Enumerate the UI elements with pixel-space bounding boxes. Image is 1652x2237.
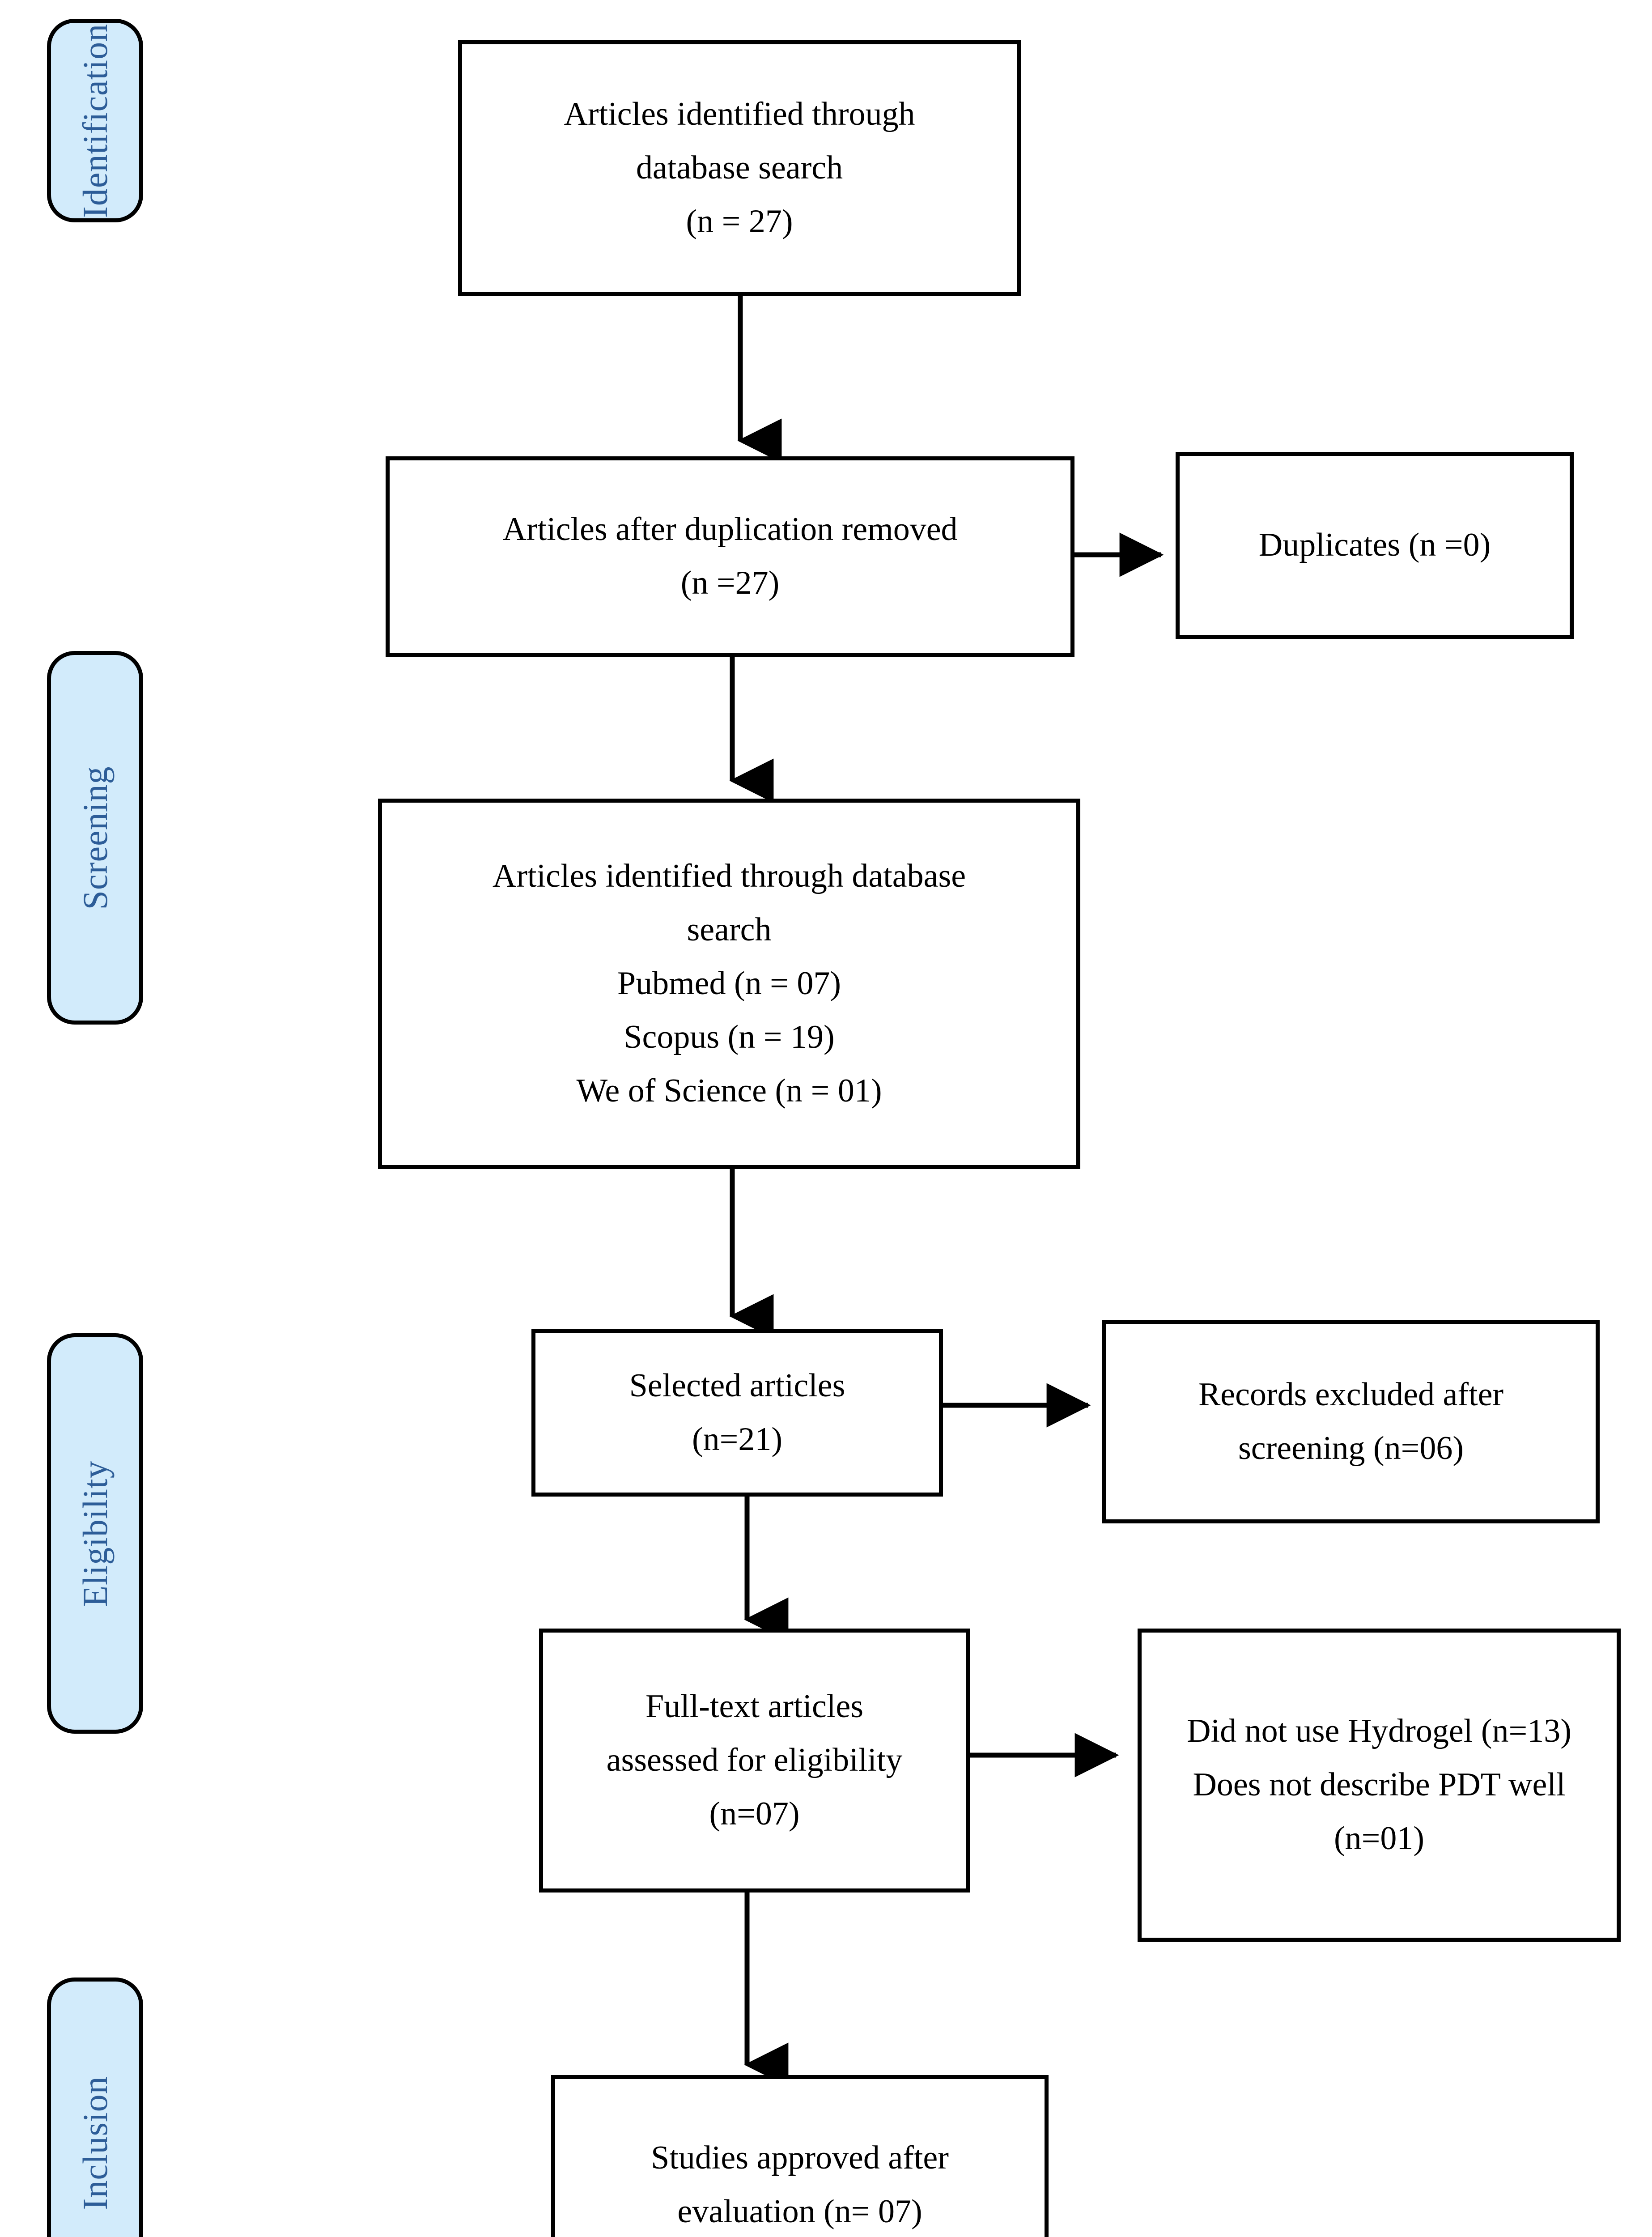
stage-label-screening: Screening bbox=[75, 766, 115, 910]
box-line: Articles after duplication removed bbox=[502, 511, 958, 548]
box-line: Studies approved after bbox=[651, 2139, 949, 2177]
box-line: Does not describe PDT well bbox=[1193, 1766, 1566, 1803]
stage-label-identification: Identification bbox=[75, 23, 115, 218]
box-line: (n = 27) bbox=[686, 203, 793, 240]
box-database-breakdown: Articles identified through database sea… bbox=[378, 799, 1080, 1169]
box-line: Duplicates (n =0) bbox=[1258, 527, 1491, 564]
box-line: (n =27) bbox=[680, 565, 780, 601]
box-line: search bbox=[687, 911, 772, 948]
stage-pill-identification: Identification bbox=[47, 19, 143, 222]
box-duplicates: Duplicates (n =0) bbox=[1176, 452, 1574, 639]
box-line: We of Science (n = 01) bbox=[576, 1072, 882, 1109]
box-line: Articles identified through database bbox=[492, 858, 966, 895]
box-database-breakdown-text: Articles identified through database sea… bbox=[382, 850, 1076, 1118]
box-studies-approved: Studies approved after evaluation (n= 07… bbox=[551, 2075, 1049, 2237]
box-line: assessed for eligibility bbox=[606, 1742, 903, 1779]
box-line: Scopus (n = 19) bbox=[624, 1018, 835, 1055]
box-line: Pubmed (n = 07) bbox=[617, 965, 841, 1002]
stage-pill-screening: Screening bbox=[47, 651, 143, 1025]
box-full-text-assessed-text: Full-text articles assessed for eligibil… bbox=[543, 1680, 966, 1841]
box-line: screening (n=06) bbox=[1238, 1429, 1464, 1467]
box-after-duplication-text: Articles after duplication removed (n =2… bbox=[390, 503, 1070, 610]
box-line: Full-text articles bbox=[645, 1688, 864, 1725]
box-after-duplication: Articles after duplication removed (n =2… bbox=[386, 456, 1074, 657]
box-line: Did not use Hydrogel (n=13) bbox=[1187, 1713, 1571, 1750]
box-line: evaluation (n= 07) bbox=[677, 2193, 922, 2230]
box-line: database search bbox=[636, 149, 843, 187]
box-records-excluded-text: Records excluded after screening (n=06) bbox=[1106, 1368, 1596, 1476]
box-articles-identified-text: Articles identified through database sea… bbox=[462, 88, 1017, 249]
box-line: Records excluded after bbox=[1198, 1376, 1504, 1413]
box-line: (n=07) bbox=[709, 1795, 800, 1832]
stage-pill-inclusion: Inclusion bbox=[47, 1978, 143, 2237]
box-line: (n=01) bbox=[1333, 1820, 1425, 1857]
box-line: (n=21) bbox=[692, 1420, 783, 1458]
box-selected-articles-text: Selected articles (n=21) bbox=[535, 1359, 939, 1467]
box-line: Selected articles bbox=[629, 1367, 845, 1404]
box-selected-articles: Selected articles (n=21) bbox=[531, 1329, 943, 1497]
box-articles-identified: Articles identified through database sea… bbox=[458, 40, 1021, 296]
box-studies-approved-text: Studies approved after evaluation (n= 07… bbox=[555, 2131, 1045, 2237]
stage-pill-eligibility: Eligibility bbox=[47, 1333, 143, 1734]
stage-label-eligibility: Eligibility bbox=[75, 1460, 115, 1607]
box-duplicates-text: Duplicates (n =0) bbox=[1180, 519, 1570, 572]
stage-label-inclusion: Inclusion bbox=[75, 2076, 115, 2210]
box-exclusion-reasons-text: Did not use Hydrogel (n=13) Does not des… bbox=[1142, 1705, 1617, 1866]
box-full-text-assessed: Full-text articles assessed for eligibil… bbox=[539, 1629, 970, 1893]
box-exclusion-reasons: Did not use Hydrogel (n=13) Does not des… bbox=[1138, 1629, 1621, 1942]
box-line: Articles identified through bbox=[564, 96, 915, 133]
box-records-excluded: Records excluded after screening (n=06) bbox=[1102, 1320, 1600, 1523]
